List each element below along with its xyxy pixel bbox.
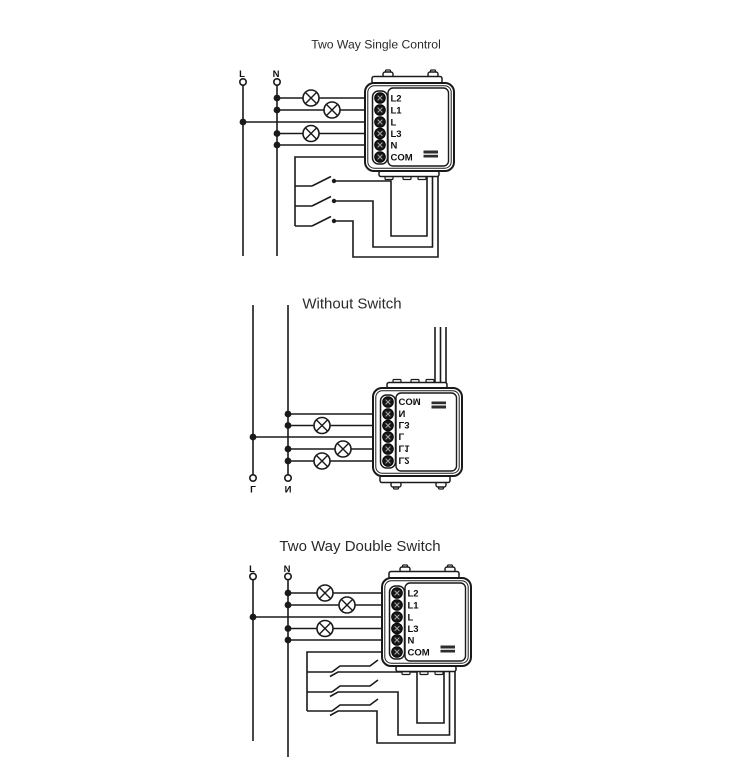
supply-terminal-icon bbox=[283, 572, 292, 581]
supply-terminal-icon bbox=[283, 473, 292, 482]
com-wire bbox=[294, 156, 380, 226]
lamp-icon bbox=[313, 452, 331, 470]
lamp-icon bbox=[313, 416, 331, 435]
diagram-title: Two Way Double Switch bbox=[279, 538, 440, 555]
switch-cable bbox=[374, 663, 451, 736]
terminal-wires bbox=[253, 592, 397, 711]
lamp-icon bbox=[323, 101, 341, 119]
switch-cable bbox=[374, 663, 456, 744]
diagram-title: Two Way Single Control bbox=[311, 38, 441, 52]
diagram-title: Without Switch bbox=[302, 296, 401, 313]
supply-terminal-icon bbox=[249, 473, 258, 482]
terminal-screws bbox=[374, 92, 386, 163]
terminal-screws bbox=[391, 587, 403, 658]
terminal-label: N bbox=[408, 635, 415, 646]
junction-dot bbox=[284, 422, 292, 429]
terminal-screws bbox=[382, 396, 394, 467]
diagram-two-way-single-control: Two Way Single Control L N bbox=[239, 38, 455, 258]
terminal-label: COM bbox=[391, 152, 413, 163]
switch-cable bbox=[334, 170, 434, 248]
terminal-label: L bbox=[391, 117, 397, 128]
brand-logo bbox=[431, 401, 446, 409]
terminal-label: L3 bbox=[399, 419, 410, 430]
lamp-icon bbox=[316, 584, 334, 602]
supply-label-n: N bbox=[273, 69, 280, 80]
terminal-label: COM bbox=[408, 647, 430, 658]
junction-dot bbox=[249, 613, 257, 621]
switch-module: L2 L1 L L3 N COM bbox=[381, 564, 472, 676]
terminal-label: N bbox=[399, 408, 406, 419]
switch-cable bbox=[334, 170, 428, 237]
lamp-icon bbox=[338, 596, 356, 614]
junction-dot bbox=[273, 130, 281, 137]
supply-label-l: L bbox=[250, 483, 256, 494]
supply-label-l: L bbox=[239, 69, 245, 80]
switch-module: L2 L1 L L3 N COM bbox=[364, 69, 455, 181]
junction-dot bbox=[273, 94, 281, 102]
supply-label-l: L bbox=[249, 564, 255, 575]
supply-terminal-icon bbox=[249, 572, 258, 581]
two-way-switch-icon bbox=[307, 679, 379, 698]
single-switch-icon bbox=[295, 215, 337, 227]
junction-dot bbox=[284, 636, 292, 644]
junction-dot bbox=[284, 589, 292, 597]
terminal-label: L bbox=[408, 612, 414, 623]
lamp-icon bbox=[316, 619, 334, 638]
junction-dot bbox=[284, 601, 292, 609]
terminal-label: L2 bbox=[399, 455, 410, 466]
junction-dot bbox=[284, 445, 292, 453]
module-panel bbox=[395, 392, 458, 472]
junction-dot bbox=[273, 141, 281, 149]
two-way-switch-icon bbox=[307, 659, 379, 678]
junction-dot bbox=[239, 118, 247, 126]
module-panel bbox=[404, 582, 467, 662]
supply-label-n: N bbox=[285, 483, 292, 494]
lamp-icon bbox=[334, 440, 352, 458]
terminal-label: COM bbox=[399, 396, 421, 407]
terminal-label: L1 bbox=[399, 443, 411, 454]
terminal-label: L1 bbox=[408, 600, 420, 611]
junction-dot bbox=[273, 106, 281, 114]
two-way-switch-icon bbox=[307, 698, 379, 717]
single-switch-icon bbox=[295, 175, 337, 187]
switch-cable bbox=[334, 170, 439, 258]
supply-terminal-icon bbox=[272, 78, 281, 87]
terminal-label: L2 bbox=[408, 588, 419, 599]
brand-logo bbox=[440, 645, 455, 653]
terminal-label: L3 bbox=[408, 624, 419, 635]
supply-terminal-icon bbox=[239, 78, 248, 87]
single-switch-icon bbox=[295, 195, 337, 207]
terminal-label: L bbox=[399, 431, 405, 442]
diagram-without-switch: Without Switch L N bbox=[249, 296, 463, 494]
junction-dot bbox=[284, 410, 292, 418]
terminal-label: L2 bbox=[391, 93, 402, 104]
lamp-icon bbox=[302, 124, 320, 143]
supply-label-n: N bbox=[284, 564, 291, 575]
switch-module-flipped: L2 L1 L L3 N COM bbox=[372, 378, 463, 490]
lamp-icon bbox=[302, 89, 320, 107]
junction-dot bbox=[249, 433, 257, 441]
brand-logo bbox=[423, 150, 438, 158]
terminal-label: N bbox=[391, 140, 398, 151]
terminal-label: L1 bbox=[391, 105, 403, 116]
junction-dot bbox=[284, 625, 292, 632]
diagram-two-way-double-switch: Two Way Double Switch L N bbox=[249, 538, 472, 757]
module-panel bbox=[387, 87, 450, 167]
junction-dot bbox=[284, 457, 292, 465]
terminal-label: L3 bbox=[391, 129, 402, 140]
